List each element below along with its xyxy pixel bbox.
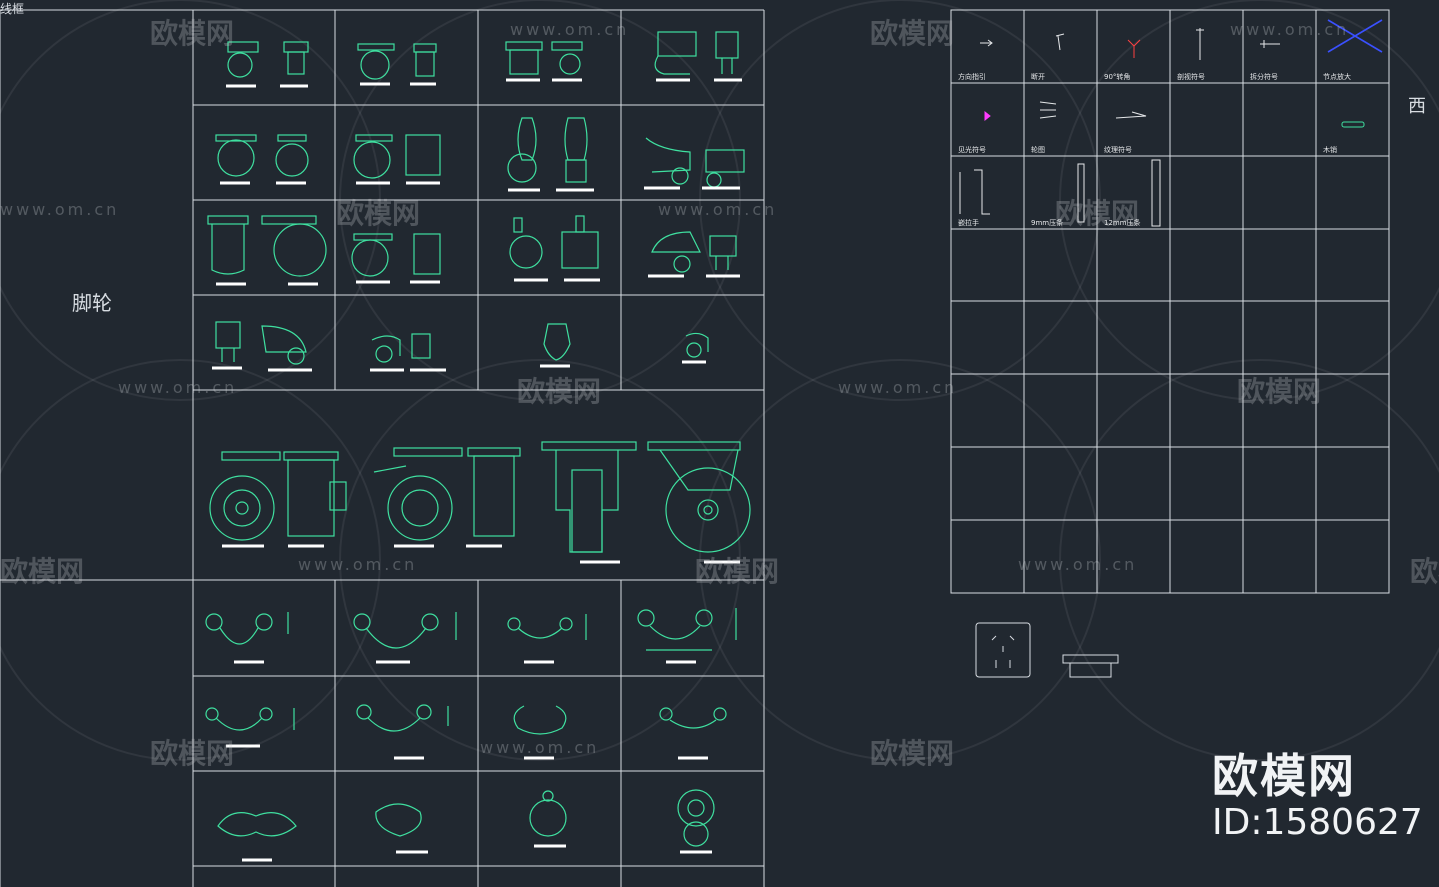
- legend-label: 嵌拉手: [958, 219, 979, 227]
- legend-label: 12mm压条: [1104, 219, 1141, 227]
- caster-drawings: [205, 31, 751, 862]
- caster-cell-2-2: [353, 134, 441, 185]
- caster-cell-3-1: [207, 215, 327, 286]
- legend-label: 9mm压条: [1031, 219, 1064, 227]
- watermark-url: www.om.cn: [1230, 20, 1350, 39]
- caster-cell-4-2: [370, 333, 446, 372]
- handle-cell-2-1: [205, 707, 295, 748]
- watermark-brand: 欧模网: [1237, 375, 1322, 408]
- caster-large-4: [647, 441, 751, 564]
- caster-cell-1-1: [226, 41, 309, 88]
- handle-cell-2-3: [513, 705, 567, 760]
- watermark-url: www.om.cn: [1018, 555, 1138, 574]
- caster-cell-1-3: [505, 41, 583, 82]
- legend-label: 拆分符号: [1250, 73, 1278, 81]
- handle-cell-3-4: [677, 789, 715, 854]
- watermark-brand: 欧模网: [0, 555, 85, 588]
- watermark-brand: 欧模网: [517, 375, 602, 408]
- handle-cell-3-3: [529, 790, 567, 848]
- symbol-grid: [950, 9, 1390, 594]
- caster-cell-4-1: [212, 321, 312, 372]
- handle-cell-1-1: [205, 612, 289, 664]
- watermark-url: www.om.cn: [0, 200, 120, 219]
- knob-profile: [1062, 654, 1119, 678]
- legend-label: 木销: [1323, 146, 1337, 154]
- view-label: 线框: [0, 2, 25, 16]
- watermark-brand: 欧模网: [150, 737, 235, 770]
- caster-cell-2-3: [507, 117, 594, 192]
- legend-label: 断开: [1031, 73, 1045, 81]
- handle-cell-1-3: [507, 614, 587, 664]
- legend-label: 轮图: [1031, 146, 1045, 154]
- side-label: 西: [1408, 96, 1426, 117]
- watermark-url: www.om.cn: [510, 20, 630, 39]
- handle-cell-3-2: [375, 803, 428, 854]
- watermark-url: www.om.cn: [118, 378, 238, 397]
- caster-large-1: [209, 451, 347, 548]
- watermark-url: www.om.cn: [658, 200, 778, 219]
- legend-label: 节点放大: [1323, 73, 1351, 81]
- caster-cell-4-3: [540, 323, 571, 368]
- caster-cell-3-4: [648, 231, 740, 278]
- legend-label: 90°转角: [1104, 73, 1131, 81]
- legend-label: 方向指引: [958, 73, 986, 81]
- caster-cell-2-1: [215, 134, 309, 185]
- watermark-brand: 欧模网: [336, 197, 421, 230]
- caster-cell-4-4: [682, 332, 709, 364]
- socket-icon: [975, 622, 1031, 678]
- caster-cell-3-3: [509, 215, 600, 282]
- watermark-id: ID:1580627: [1212, 802, 1423, 843]
- watermark-brand: 欧模网: [695, 555, 780, 588]
- watermark-brand: 欧模网: [150, 17, 235, 50]
- caster-cell-2-4: [644, 137, 745, 190]
- legend-label: 纹理符号: [1104, 146, 1132, 154]
- watermark-brand: 欧模网: [870, 737, 955, 770]
- caster-grid: [0, 9, 765, 887]
- watermark-logo-text: 欧模网: [1212, 749, 1356, 803]
- watermark-url: www.om.cn: [838, 378, 958, 397]
- legend-label: 见光符号: [958, 146, 986, 154]
- caster-section-title: 脚轮: [72, 291, 112, 315]
- handle-cell-3-1: [217, 812, 297, 862]
- handle-cell-1-4: [637, 608, 737, 664]
- watermark-brand: 欧模网: [1055, 197, 1140, 230]
- watermark-url: www.om.cn: [480, 738, 600, 757]
- handle-cell-2-2: [356, 704, 449, 760]
- watermark-url: www.om.cn: [298, 555, 418, 574]
- caster-cell-3-2: [351, 233, 441, 284]
- watermark-brand: 欧模网: [870, 17, 955, 50]
- caster-cell-1-2: [357, 43, 437, 86]
- caster-large-3: [541, 441, 637, 564]
- caster-large-2: [373, 447, 521, 548]
- handle-cell-1-2: [353, 612, 457, 664]
- handle-cell-2-4: [659, 707, 727, 760]
- legend-label: 剖视符号: [1177, 73, 1205, 81]
- watermark-brand: 欧模网: [1410, 555, 1439, 588]
- caster-cell-1-4: [654, 31, 742, 82]
- symbol-glyphs: [959, 19, 1383, 227]
